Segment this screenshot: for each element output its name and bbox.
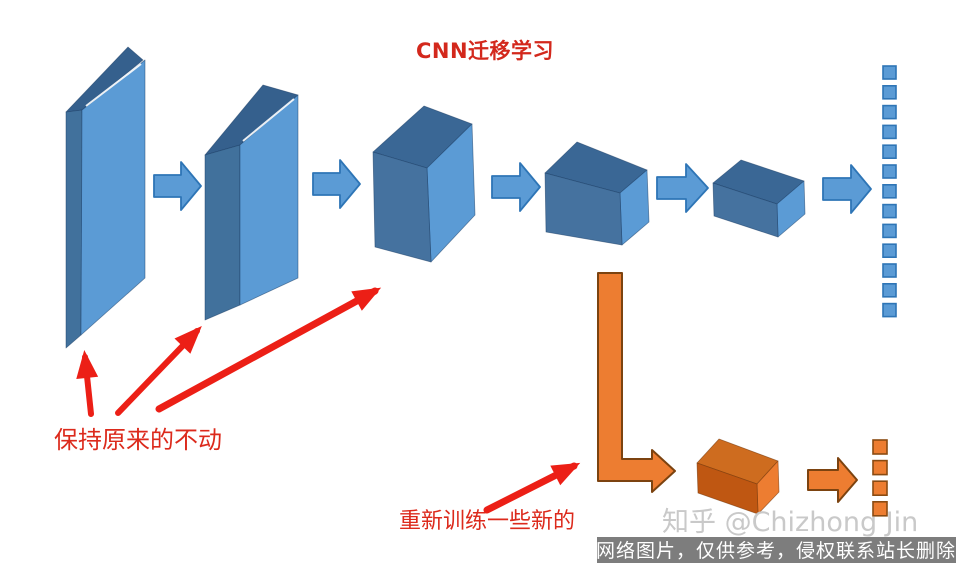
watermark: 知乎 @Chizhong Jin <box>662 507 918 538</box>
blue-output-square <box>882 124 897 140</box>
output-vector-orange <box>872 439 888 517</box>
blue-output-square <box>882 282 897 298</box>
blue-output-square <box>882 263 897 278</box>
blue-output-square <box>882 164 897 179</box>
blue-output-square <box>882 104 897 120</box>
cnn-layer-1 <box>65 46 146 349</box>
output-vector-blue <box>882 65 897 318</box>
layer1-highlight <box>85 63 142 107</box>
cnn-layer-3 <box>372 105 476 263</box>
flow-arrow-2 <box>312 159 361 209</box>
blue-output-square <box>882 65 897 80</box>
layer5-front-face <box>712 182 779 238</box>
flow-arrow-3 <box>491 162 541 212</box>
flow-arrow-1 <box>153 161 202 211</box>
flow-arrow-4 <box>656 163 709 213</box>
blue-output-square <box>882 243 897 258</box>
blue-output-square <box>882 184 897 199</box>
cnn-layer-4 <box>544 141 650 246</box>
branch-elbow-arrow <box>597 272 676 493</box>
retrain-pointer-arrow <box>483 462 581 514</box>
layer3-front-face <box>372 151 432 263</box>
orange-output-square <box>872 439 888 455</box>
blue-output-square <box>882 85 897 100</box>
layer2-side-face <box>204 144 241 321</box>
orange-output-square <box>872 500 888 517</box>
flow-arrow-orange <box>807 457 858 503</box>
keep-pointer-arrow-3 <box>155 287 382 413</box>
layer4-front-face <box>544 172 623 246</box>
diagram-title: CNN迁移学习 <box>416 39 554 63</box>
cnn-layer-5 <box>712 159 806 238</box>
keep-pointer-arrow-1 <box>76 350 99 417</box>
orange-output-square <box>872 480 888 497</box>
blue-output-square <box>882 203 897 219</box>
cnn-layer-2 <box>204 84 299 321</box>
blue-output-square <box>882 144 897 159</box>
orange-output-square <box>872 459 888 476</box>
footer-bar <box>597 537 956 563</box>
flow-arrow-5 <box>822 164 872 214</box>
blue-output-square <box>882 223 897 239</box>
footer-text: 网络图片，仅供参考，侵权联系站长删除 <box>596 540 956 562</box>
layer1-side-face <box>65 109 83 349</box>
blue-output-square <box>882 302 897 318</box>
new-layer-front-face <box>696 462 759 515</box>
retrain-new-label: 重新训练一些新的 <box>399 509 575 534</box>
new-layer-box <box>696 438 780 515</box>
keep-pointer-arrow-2 <box>115 325 202 416</box>
layer2-highlight <box>242 98 295 142</box>
keep-original-label: 保持原来的不动 <box>54 426 222 454</box>
